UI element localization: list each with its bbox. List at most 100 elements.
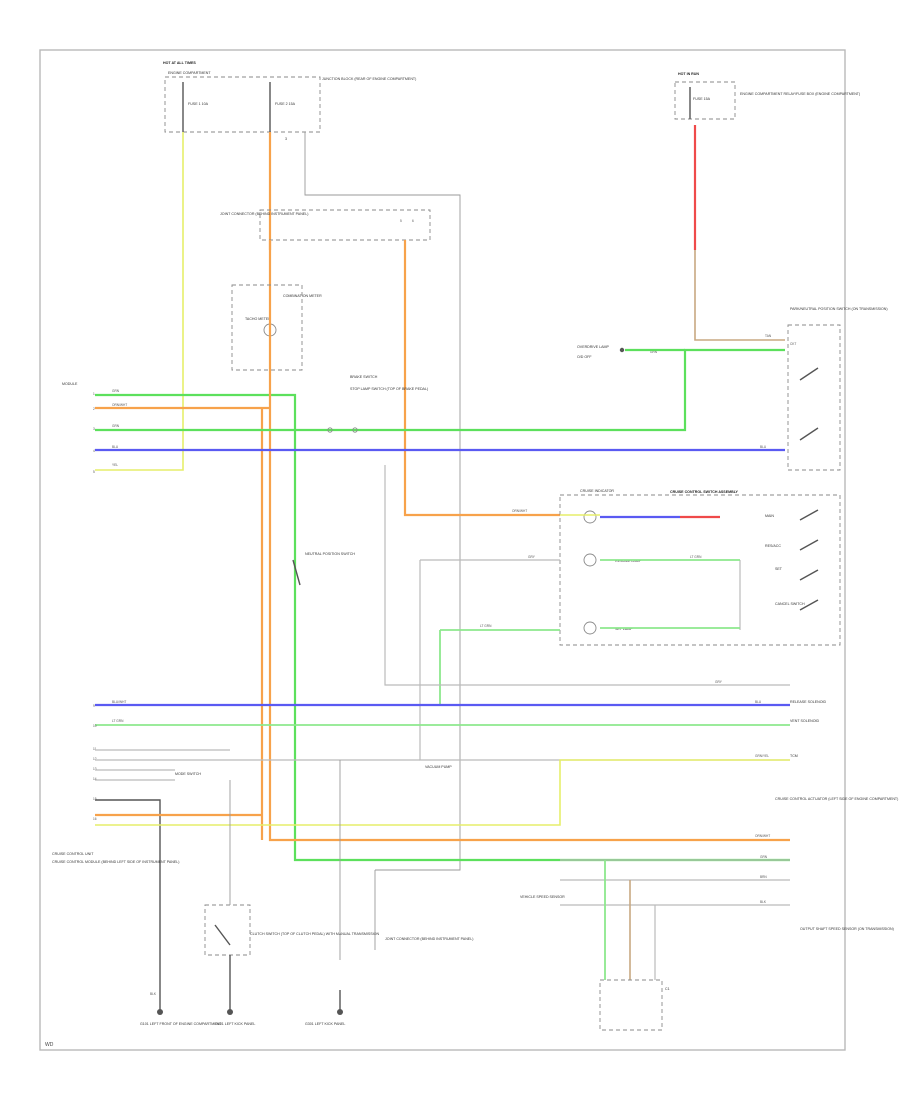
wire-label-grn-4: GRN (760, 855, 768, 859)
lamp-2-label: RESUME LAMP (615, 559, 642, 563)
hot-in-run-label: HOT IN RUN (678, 72, 699, 76)
cc-switch-2: RES/ACC (765, 544, 781, 548)
wire-label-brn: BRN (760, 875, 767, 879)
wire-label-blu-2: BLU (760, 445, 767, 449)
combination-meter: COMBINATION METER TACHO METER (231, 284, 322, 371)
tcm-label: TCM (790, 754, 798, 758)
fuse-right-desc: ENGINE COMPARTMENT RELAY/FUSE BOX (ENGIN… (740, 92, 860, 96)
combination-meter-label: COMBINATION METER (283, 294, 322, 298)
cruise-control-switch-assembly: CRUISE CONTROL SWITCH ASSEMBLY CRUISE IN… (559, 489, 841, 646)
llc-pin-11: 11 (93, 747, 97, 751)
wire-label-gry-1: GRY (528, 555, 536, 559)
fuse-c-label: FUSE 15A (693, 97, 711, 101)
wire-label-gry-2: GRY (715, 680, 723, 684)
wire-label-blk-1: BLK (760, 900, 767, 904)
llc-pin-9: 9 (93, 704, 95, 708)
neutral-switch-label: NEUTRAL POSITION SWITCH (305, 552, 355, 556)
llc-pin-15: 15 (93, 797, 97, 801)
fuse-box-top-label: ENGINE COMPARTMENT (168, 71, 211, 75)
lc-pin-3: 3 (93, 427, 95, 431)
llc-pin-16: 16 (93, 817, 97, 821)
vent-solenoid-label: VENT SOLENOID (790, 719, 819, 723)
fuse-box-top: HOT AT ALL TIMES ENGINE COMPARTMENT JUNC… (163, 61, 416, 133)
indicator-label: O/D OFF (577, 355, 592, 359)
ground-2-label: G401 LEFT KICK PANEL (215, 1022, 255, 1026)
ground-3-label: G301 LEFT KICK PANEL (305, 1022, 345, 1026)
cc-module: CRUISE CONTROL UNIT CRUISE CONTROL MODUL… (52, 852, 179, 864)
overdrive-lamp-label: OVERDRIVE LAMP (577, 345, 610, 349)
wire-label-grn-1: GRN (112, 389, 120, 393)
lamp-3-label: SET LAMP (615, 627, 633, 631)
lower-left-connector: 9 10 11 12 13 14 15 16 (93, 704, 97, 821)
vehicle-speed-sensor-label: VEHICLE SPEED SENSOR (520, 895, 565, 899)
mode-switch-label: MODE SWITCH (175, 772, 201, 776)
joint-bottom-label: JOINT CONNECTOR (BEHIND INSTRUMENT PANEL… (385, 937, 473, 941)
wire-label-orn-2: ORN/WHT (755, 834, 770, 838)
lc-pin-2: 2 (93, 407, 95, 411)
vacuum-pump-label: VACUUM PUMP (425, 765, 452, 769)
brake-switch-desc: STOP LAMP SWITCH (TOP OF BRAKE PEDAL) (350, 387, 428, 391)
lamp-1-label: CRUISE INDICATOR (580, 489, 614, 493)
joint-connector: JOINT CONNECTOR (BEHIND INSTRUMENT PANEL… (220, 209, 431, 241)
ground-1-wire: BLK (150, 992, 157, 996)
wire-label-orn: ORN/WHT (112, 403, 127, 407)
ground-3: G301 LEFT KICK PANEL (305, 1009, 345, 1026)
llc-pin-10: 10 (93, 724, 97, 728)
cc-module-desc: CRUISE CONTROL MODULE (BEHIND LEFT SIDE … (52, 860, 179, 864)
fuse-a-label: FUSE 1 10A (188, 102, 209, 106)
wire-label-lt-grn-3: LT GRN (112, 719, 124, 723)
wire-label-blu-3: BLU (755, 700, 762, 704)
brake-switch-label: BRAKE SWITCH (350, 375, 378, 379)
cc-switch-1: MAIN (765, 514, 774, 518)
right-switch-assembly: PARK/NEUTRAL POSITION SWITCH (ON TRANSMI… (787, 307, 888, 471)
left-module-label: MODULE (62, 382, 78, 386)
fuse-b-pin: 3 (285, 137, 287, 141)
wire-label-grn-yel: GRN/YEL (755, 754, 769, 758)
lc-pin-4: 4 (93, 449, 95, 453)
fuse-box-top-desc: JUNCTION BLOCK (REAR OF ENGINE COMPARTME… (322, 77, 416, 81)
speed-sensor-desc: OUTPUT SHAFT SPEED SENSOR (ON TRANSMISSI… (800, 927, 894, 931)
actuator-label: CRUISE CONTROL ACTUATOR (LEFT SIDE OF EN… (775, 797, 898, 801)
wire-label-blu: BLU (112, 445, 119, 449)
overdrive-lamp: OVERDRIVE LAMP O/D OFF (577, 345, 685, 359)
fuse-b-label: FUSE 2 15A (275, 102, 296, 106)
cc-switch-4: CANCEL SWITCH (775, 602, 805, 606)
wire-label-grn-3: GRN (650, 350, 658, 354)
ground-1: G101 LEFT FRONT OF ENGINE COMPARTMENT BL… (140, 992, 222, 1026)
wire-label-blu-wht: BLU/WHT (112, 700, 126, 704)
llc-pin-13: 13 (93, 767, 97, 771)
joint-connector-label: JOINT CONNECTOR (BEHIND INSTRUMENT PANEL… (220, 212, 308, 216)
wire-label-tan: TAN (765, 334, 772, 338)
llc-pin-12: 12 (93, 757, 97, 761)
diagram-frame (39, 49, 846, 1051)
switch-ckt-label: CKT (790, 342, 796, 346)
brake-switch: BRAKE SWITCH STOP LAMP SWITCH (TOP OF BR… (327, 375, 428, 433)
joint-pin-b: 6 (412, 219, 414, 223)
joint-pin-a: 5 (400, 219, 402, 223)
neutral-switch: NEUTRAL POSITION SWITCH (292, 552, 355, 586)
cruise-actuator: CRUISE CONTROL ACTUATOR (LEFT SIDE OF EN… (775, 797, 898, 801)
hot-at-all-times-label: HOT AT ALL TIMES (163, 61, 196, 65)
cc-module-title: CRUISE CONTROL UNIT (52, 852, 94, 856)
cruise-control-title: CRUISE CONTROL SWITCH ASSEMBLY (670, 490, 739, 494)
wire-label-lt-grn-1: LT GRN (690, 555, 702, 559)
cc-switch-3: SET (775, 567, 783, 571)
release-solenoid-label: RELEASE SOLENOID (790, 700, 827, 704)
meter-inner-label: TACHO METER (245, 317, 271, 321)
wire-label-lt-grn-2: LT GRN (480, 624, 492, 628)
clutch-switch: CLUTCH SWITCH (TOP OF CLUTCH PEDAL) WITH… (204, 780, 379, 1010)
ground-1-label: G101 LEFT FRONT OF ENGINE COMPARTMENT (140, 1022, 222, 1026)
wire-label-yel: YEL (112, 463, 118, 467)
llc-pin-14: 14 (93, 777, 97, 781)
diagram-ref-code: WD (45, 1042, 54, 1048)
lc-pin-1: 1 (93, 392, 95, 396)
connector-ref-label: C1 (665, 987, 670, 991)
ground-2: G401 LEFT KICK PANEL (215, 1009, 255, 1026)
fuse-box-right: HOT IN RUN FUSE 15A ENGINE COMPARTMENT R… (674, 72, 860, 120)
lc-pin-5: 5 (93, 470, 95, 474)
left-connector: MODULE 1 2 3 4 5 (62, 382, 95, 474)
indicator-dot (619, 347, 625, 353)
wire-label-orn-wht: ORN/WHT (512, 509, 527, 513)
wire-label-grn-2: GRN (112, 424, 120, 428)
